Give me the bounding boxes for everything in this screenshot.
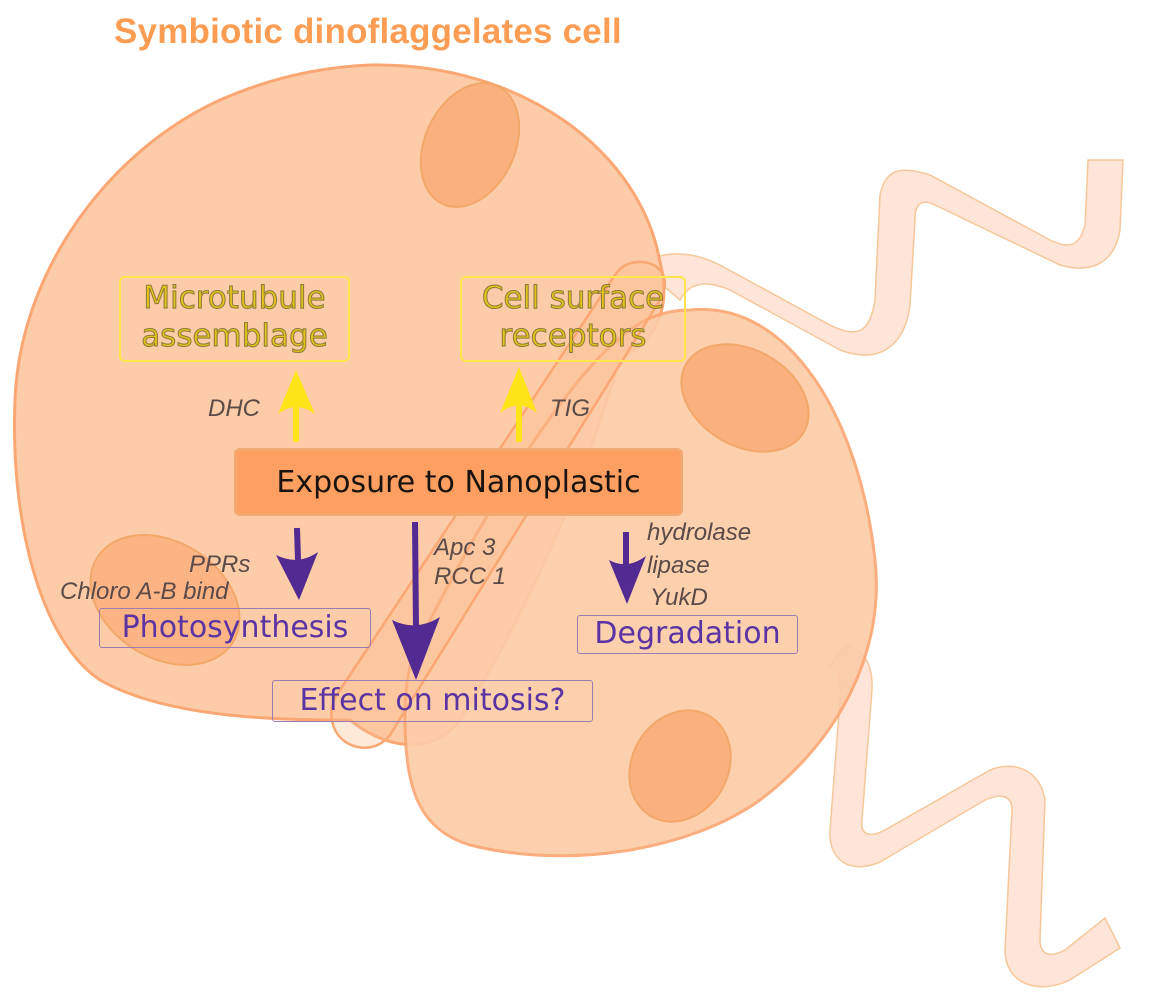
receptors-label-line2: receptors	[499, 318, 647, 355]
arrow-to-microtubule	[278, 370, 315, 442]
arrow-to-mitosis	[392, 521, 440, 680]
gene-tig: TIG	[550, 395, 590, 422]
microtubule-label-line1: Microtubule	[143, 280, 326, 317]
mitosis-box: Effect on mitosis?	[272, 680, 593, 722]
photosynthesis-box: Photosynthesis	[99, 608, 371, 648]
organelle-right	[680, 343, 810, 453]
gene-pprs: PPRs	[189, 551, 251, 578]
arrow-to-receptors	[500, 367, 537, 442]
arrow-to-photosynthesis	[276, 527, 318, 600]
receptors-box: Cell surface receptors	[460, 276, 686, 362]
receptors-label-line1: Cell surface	[481, 280, 665, 317]
organelle-bottom	[628, 709, 732, 823]
diagram-title: Symbiotic dinoflaggelates cell	[114, 12, 622, 51]
organelle-left	[89, 534, 241, 666]
gene-yukd: YukD	[650, 584, 708, 611]
gene-chloro-ab-bind: Chloro A-B bind	[60, 578, 229, 605]
organelle-top	[419, 82, 521, 208]
flagellum-lower	[828, 644, 1121, 988]
gene-apc3: Apc 3	[434, 534, 496, 561]
gene-lipase: lipase	[647, 552, 710, 579]
microtubule-box: Microtubule assemblage	[119, 276, 350, 362]
gene-hydrolase: hydrolase	[647, 519, 752, 546]
flagellum-upper	[638, 159, 1124, 356]
arrow-to-degradation	[609, 532, 646, 604]
gene-rcc1: RCC 1	[434, 563, 507, 590]
gene-dhc: DHC	[208, 395, 260, 422]
degradation-box: Degradation	[577, 615, 798, 654]
microtubule-label-line2: assemblage	[141, 318, 329, 355]
exposure-box: Exposure to Nanoplastic	[234, 448, 683, 516]
